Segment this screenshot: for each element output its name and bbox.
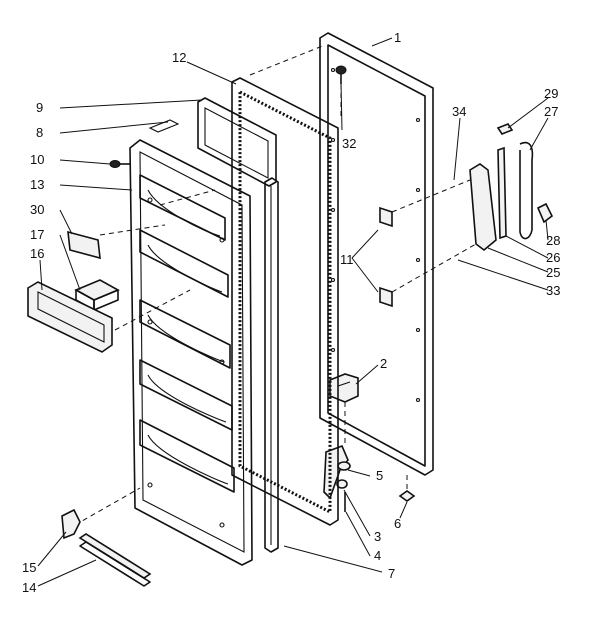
mounting-blocks (379, 206, 393, 308)
callout-2: 2 (380, 356, 387, 371)
callout-12: 12 (172, 50, 186, 65)
callout-6: 6 (394, 516, 401, 531)
leader-lines (37, 37, 549, 587)
callout-17: 17 (30, 227, 44, 242)
callout-8: 8 (36, 125, 43, 140)
screw-10 (109, 160, 130, 168)
assembly-lines (74, 44, 477, 526)
hinge-bracket (329, 373, 359, 403)
callout-32: 32 (342, 136, 356, 151)
callout-30: 30 (30, 202, 44, 217)
callout-14: 14 (22, 580, 36, 595)
callout-33: 33 (546, 283, 560, 298)
callout-28: 28 (546, 233, 560, 248)
label-plate (67, 230, 101, 260)
callout-16: 16 (30, 246, 44, 261)
callout-labels: 1 12 9 8 10 13 30 17 16 32 11 2 5 6 3 4 … (22, 30, 560, 595)
screw-32 (335, 65, 347, 84)
callout-29: 29 (544, 86, 558, 101)
callout-3: 3 (374, 529, 381, 544)
callout-15: 15 (22, 560, 36, 575)
callout-7: 7 (388, 566, 395, 581)
callout-10: 10 (30, 152, 44, 167)
callout-4: 4 (374, 548, 381, 563)
callout-1: 1 (394, 30, 401, 45)
outer-door-panel (319, 32, 434, 476)
callout-27: 27 (544, 104, 558, 119)
retainer-strips (148, 97, 277, 187)
callout-34: 34 (452, 104, 466, 119)
callout-26-visible: 26 (546, 250, 560, 265)
dairy-door (27, 281, 113, 353)
callout-11: 11 (340, 252, 354, 267)
breaker-strip (264, 177, 279, 553)
callout-13: 13 (30, 177, 44, 192)
callout-9: 9 (36, 100, 43, 115)
callout-25-visible: 25 (546, 265, 560, 280)
bottom-trim (61, 508, 152, 587)
callout-5: 5 (376, 468, 383, 483)
door-gasket (231, 77, 339, 526)
door-liner (129, 139, 253, 566)
handle-trim-parts (469, 123, 554, 252)
